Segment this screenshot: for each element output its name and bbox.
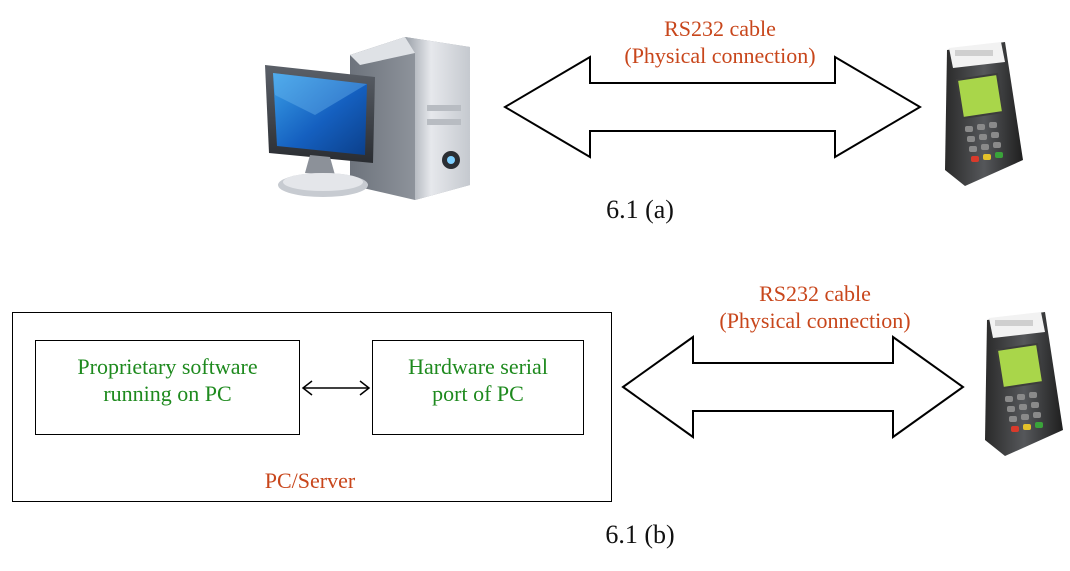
pc-server-label: PC/Server [264, 468, 356, 493]
cable-label-a: RS232 cable (Physical connection) [600, 15, 840, 69]
cable-label-a-line2: (Physical connection) [624, 43, 816, 68]
payment-terminal-icon [945, 42, 1023, 186]
desktop-computer-icon [265, 37, 470, 200]
payment-terminal-icon [985, 312, 1063, 456]
figure-b: Proprietary software running on PC Hardw… [0, 250, 1070, 571]
figure-a: RS232 cable (Physical connection) 6.1 (a… [0, 0, 1070, 250]
software-box: Proprietary software running on PC [35, 340, 300, 435]
cable-label-b: RS232 cable (Physical connection) [695, 280, 935, 334]
serial-port-box-line2: port of PC [432, 381, 524, 406]
small-double-arrow [301, 380, 371, 396]
caption-a: 6.1 (a) [606, 195, 674, 224]
software-box-line1: Proprietary software [77, 354, 258, 379]
double-arrow-a [503, 55, 922, 159]
software-box-line2: running on PC [103, 381, 232, 406]
serial-port-box-line1: Hardware serial [408, 354, 548, 379]
serial-port-box: Hardware serial port of PC [372, 340, 584, 435]
caption-b: 6.1 (b) [605, 520, 675, 549]
cable-label-b-line2: (Physical connection) [719, 308, 911, 333]
cable-label-b-line1: RS232 cable [759, 281, 871, 306]
cable-label-a-line1: RS232 cable [664, 16, 776, 41]
double-arrow-b [621, 335, 965, 439]
